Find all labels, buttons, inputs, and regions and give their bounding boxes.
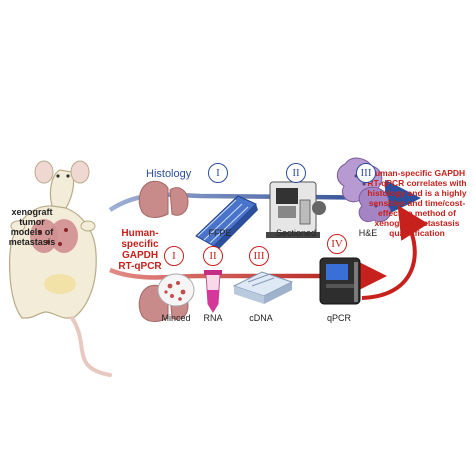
cassette-icon <box>195 195 258 252</box>
qpcr-machine-icon <box>319 257 361 305</box>
histology-title: Histology <box>146 168 192 180</box>
histology-step-2-label: Sectioned <box>275 228 317 238</box>
qpcr-step-1-label: Minced <box>161 313 191 323</box>
qpcr-step-4-label: qPCR <box>326 313 351 323</box>
conclusion-text: Human-specific GAPDH RT-qPCR correlates … <box>367 168 467 238</box>
cdna-plate-icon <box>232 271 294 304</box>
histology-step-1-label: FFPE <box>208 228 232 238</box>
qpcr-step-3-label: cDNA <box>249 313 273 323</box>
qpcr-title: Human-specific GAPDH RT-qPCR <box>118 228 162 272</box>
rna-tube-icon <box>204 270 222 313</box>
mouse-icon <box>9 160 112 377</box>
histology-step-3-label: H&E <box>358 228 378 238</box>
convergence-arrow <box>361 205 429 300</box>
histology-step-1-badge: I <box>208 163 228 183</box>
lung-tissue-icon <box>138 180 189 218</box>
histology-step-3-badge: III <box>356 163 376 183</box>
qpcr-step-2-label: RNA <box>203 313 223 323</box>
qpcr-arrow <box>109 258 387 294</box>
microtome-icon <box>266 181 326 238</box>
qpcr-step-1-badge: I <box>164 246 184 266</box>
histology-step-2-badge: II <box>286 163 306 183</box>
model-label: xenograft tumor models of metastasis <box>8 207 56 247</box>
qpcr-step-4-badge: IV <box>327 234 347 254</box>
qpcr-step-2-badge: II <box>203 246 223 266</box>
minced-tissue-icon <box>157 273 195 307</box>
qpcr-step-3-badge: III <box>249 246 269 266</box>
